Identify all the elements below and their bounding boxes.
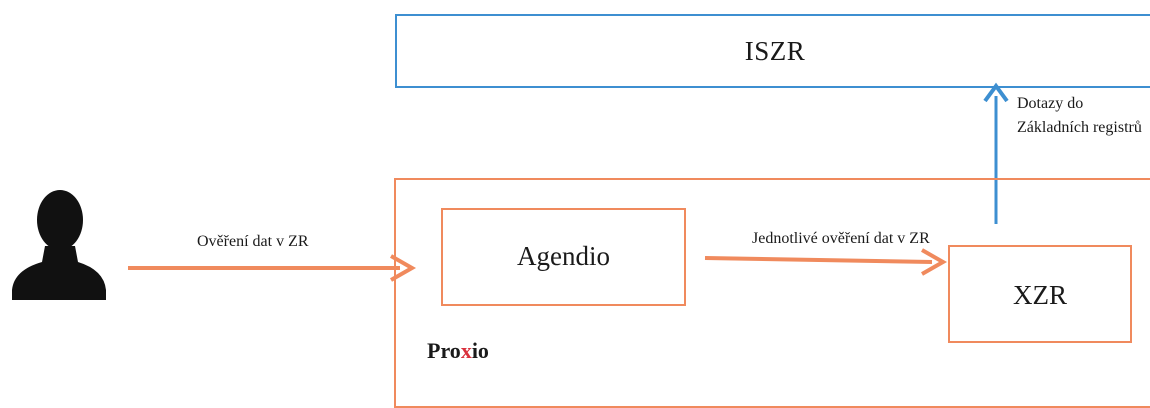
arrow-user-to-agendio	[128, 254, 417, 282]
edge-label-user-to-agendio: Ověření dat v ZR	[197, 233, 309, 250]
xzr-box	[948, 245, 1132, 343]
person-icon	[12, 190, 106, 300]
proxio-label-part: io	[471, 338, 489, 363]
iszr-box	[395, 14, 1150, 88]
agendio-label: Agendio	[517, 241, 610, 271]
proxio-label-part: Pro	[427, 338, 461, 363]
diagram-canvas	[12, 82, 1009, 300]
agendio-box	[441, 208, 686, 306]
edge-label-xzr-to-iszr: Dotazy do Základních registrů	[1017, 95, 1142, 136]
xzr-label: XZR	[1013, 280, 1067, 310]
proxio-label: Proxio	[427, 338, 489, 364]
iszr-label: ISZR	[744, 36, 806, 66]
proxio-label-accent: x	[460, 338, 472, 363]
edge-label-agendio-to-xzr: Jednotlivé ověření dat v ZR	[752, 230, 930, 247]
arrow-agendio-to-xzr	[704, 248, 948, 276]
